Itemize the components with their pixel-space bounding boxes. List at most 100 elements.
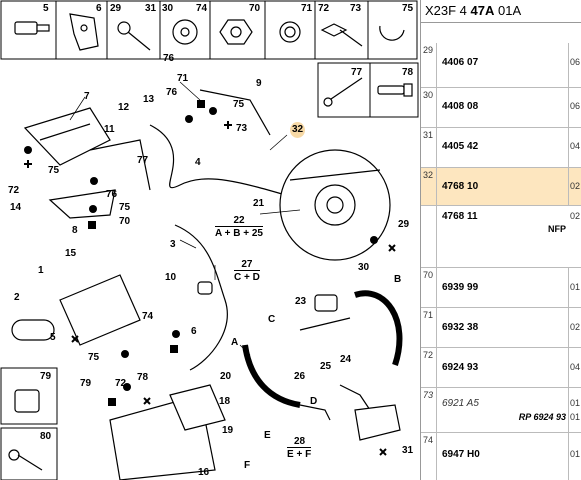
part-reference: 6947 H0 (442, 449, 480, 460)
part-row-72[interactable]: 72 6924 93 04 (421, 348, 581, 388)
label-7: 7 (84, 91, 90, 102)
label-3: 3 (170, 239, 176, 250)
formula-27: 27 C + D (234, 259, 260, 283)
label-6: 6 (191, 326, 197, 337)
label-25: 25 (320, 361, 332, 372)
label-70: 70 (119, 216, 131, 227)
label-72a: 72 (8, 185, 20, 196)
label-29: 29 (398, 219, 410, 230)
part-row-31[interactable]: 31 4405 42 04 (421, 128, 581, 168)
row-index: 31 (421, 128, 437, 167)
box-num-5: 5 (43, 3, 49, 14)
part-reference: 6924 93 (442, 362, 479, 373)
box-num-75: 75 (402, 3, 414, 14)
label-76b: 76 (106, 189, 118, 200)
label-18: 18 (219, 396, 231, 407)
diagram-drawing (0, 0, 419, 480)
part-row-30[interactable]: 30 4408 08 06 (421, 88, 581, 128)
part-quantity-alt: 02 (569, 211, 580, 221)
part-row-74[interactable]: 74 6947 H0 01 (421, 433, 581, 480)
box-num-80: 80 (40, 431, 52, 442)
label-79: 79 (80, 378, 92, 389)
part-reference-alt: 4768 11 (442, 211, 478, 222)
formula-22-bottom: A + B + 25 (215, 226, 263, 239)
row-index: 71 (421, 308, 437, 347)
parts-list: 29 4406 07 06 30 4408 08 06 31 4405 42 0… (420, 22, 581, 480)
formula-27-bottom: C + D (234, 270, 260, 283)
part-row-73[interactable]: 73 6921 A5 01 RP 6924 93 01 (421, 388, 581, 433)
box-num-31: 31 (145, 3, 157, 14)
label-1: 1 (38, 265, 44, 276)
part-row-29[interactable]: 29 4406 07 06 (421, 43, 581, 88)
label-23: 23 (295, 296, 307, 307)
row-index: 72 (421, 348, 437, 387)
label-75b: 75 (48, 165, 60, 176)
label-F: F (244, 460, 251, 471)
label-77: 77 (137, 155, 149, 166)
label-30: 30 (358, 262, 370, 273)
part-reference: 4408 08 (442, 101, 479, 112)
box-num-77: 77 (351, 67, 363, 78)
part-quantity: 02 (568, 308, 580, 347)
part-quantity: 01 (568, 268, 580, 307)
part-quantity: 01 (568, 433, 580, 480)
label-B: B (394, 274, 402, 285)
box-num-72: 72 (318, 3, 330, 14)
label-A: A (231, 337, 239, 348)
label-75c: 75 (119, 202, 131, 213)
formula-28: 28 E + F (287, 436, 312, 460)
part-reference: 4405 42 (442, 141, 479, 152)
box-num-76: 76 (163, 53, 175, 64)
row-index: 29 (421, 43, 437, 87)
label-71: 71 (177, 73, 189, 84)
part-row-32[interactable]: 32 4768 10 02 (421, 168, 581, 206)
part-reference: 6932 38 (442, 322, 479, 333)
label-19: 19 (222, 425, 234, 436)
label-32: 32 (290, 122, 306, 138)
label-16: 16 (198, 467, 210, 478)
part-reference: 4768 10 (442, 181, 479, 192)
row-index (421, 206, 437, 267)
header-prefix: X23F 4 (425, 3, 471, 18)
label-73: 73 (236, 123, 248, 134)
box-num-6: 6 (96, 3, 102, 14)
part-quantity: 02 (568, 168, 580, 205)
header-suffix: 01A (494, 3, 522, 18)
box-num-29: 29 (110, 3, 122, 14)
part-row-32-alt[interactable]: 4768 11 02 NFP (421, 206, 581, 268)
box-num-30: 30 (162, 3, 174, 14)
box-num-71: 71 (301, 3, 313, 14)
row-index: 74 (421, 433, 437, 480)
label-24: 24 (340, 354, 352, 365)
part-row-70[interactable]: 70 6939 99 01 (421, 268, 581, 308)
part-replacement-quantity: 01 (569, 412, 580, 422)
label-14: 14 (10, 202, 22, 213)
label-9: 9 (256, 78, 262, 89)
label-8: 8 (72, 225, 78, 236)
label-10: 10 (165, 272, 177, 283)
box-num-73: 73 (350, 3, 362, 14)
box-num-70: 70 (249, 3, 261, 14)
part-replacement-note: RP 6924 93 (518, 412, 566, 422)
formula-28-bottom: E + F (287, 447, 312, 460)
box-num-79: 79 (40, 371, 52, 382)
formula-22-top: 22 (233, 215, 245, 226)
box-row-top (106, 0, 418, 60)
row-index: 30 (421, 88, 437, 127)
header-bold: 47A (470, 3, 495, 18)
label-75a: 75 (233, 99, 245, 110)
row-index: 73 (421, 388, 437, 432)
part-reference: 6939 99 (442, 282, 479, 293)
label-15: 15 (65, 248, 77, 259)
label-5: 5 (50, 332, 56, 343)
label-D: D (310, 396, 318, 407)
label-78: 78 (137, 372, 149, 383)
formula-27-top: 27 (241, 259, 253, 270)
label-4: 4 (195, 157, 201, 168)
label-20: 20 (220, 371, 232, 382)
label-31: 31 (402, 445, 414, 456)
part-quantity: 06 (568, 88, 580, 127)
exploded-diagram: 5 6 29 31 30 74 70 71 72 73 75 76 77 78 … (0, 0, 419, 480)
label-11: 11 (104, 124, 115, 135)
part-row-71[interactable]: 71 6932 38 02 (421, 308, 581, 348)
